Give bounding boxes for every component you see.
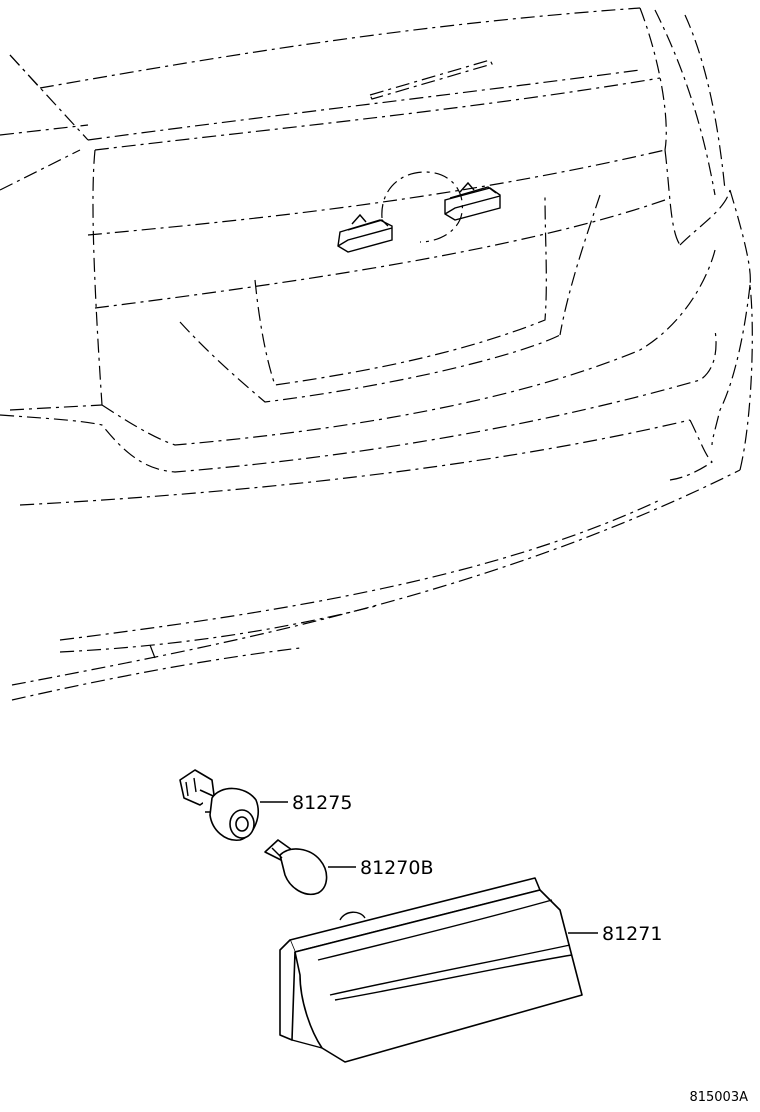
bulb-socket-icon	[179, 769, 259, 841]
license-lamp-lens-icon	[279, 877, 583, 1063]
part-number-81271: 81271	[602, 923, 662, 945]
part-number-81275: 81275	[292, 792, 352, 814]
wedge-bulb-icon	[264, 839, 328, 895]
installed-lamp-left-icon	[337, 213, 393, 253]
part-number-81270b: 81270B	[360, 857, 433, 879]
diagram-reference-code: 815003A	[689, 1090, 748, 1105]
installed-lamp-right-icon	[444, 181, 501, 221]
vehicle-rear-outline	[0, 7, 753, 701]
